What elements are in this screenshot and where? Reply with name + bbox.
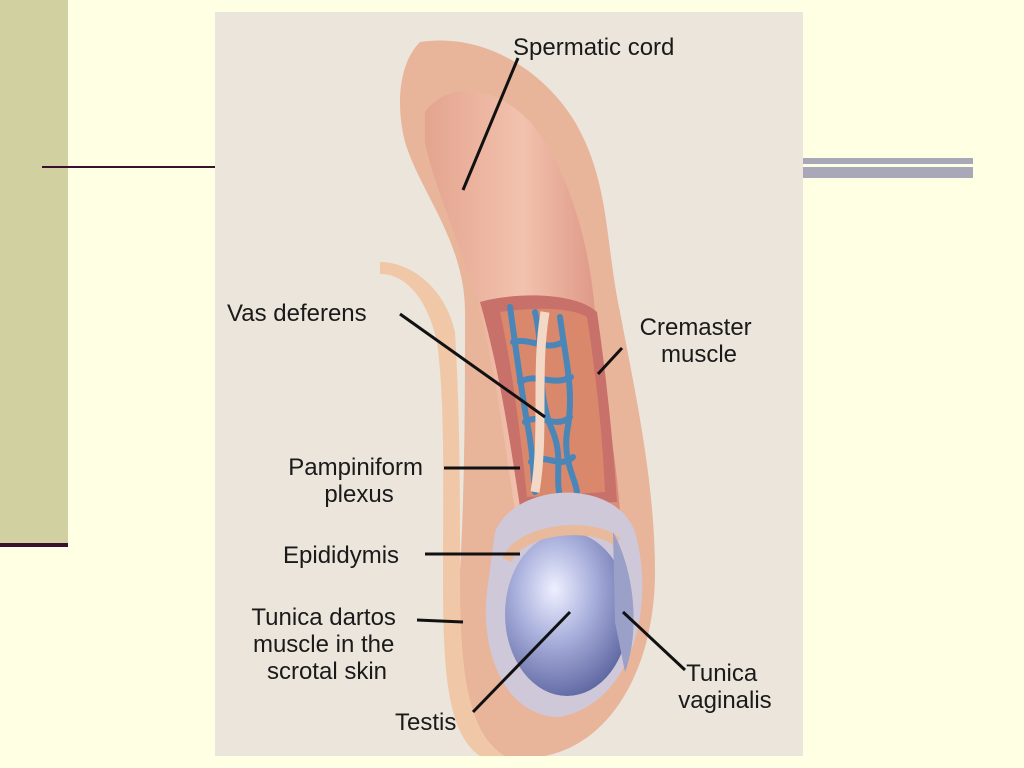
label-vas-deferens: Vas deferens bbox=[227, 300, 367, 327]
leader-lines bbox=[399, 57, 687, 714]
anatomy-diagram-panel: Spermatic cord Vas deferens Cremaster mu… bbox=[215, 12, 803, 756]
slide-title-rule-left bbox=[42, 166, 217, 168]
slide-side-bar-underline bbox=[0, 543, 68, 547]
slide-title-rule-right bbox=[803, 158, 973, 178]
label-cremaster-muscle: Cremaster muscle bbox=[640, 314, 759, 368]
slide-side-bar bbox=[0, 0, 68, 543]
vas-deferens-illustration bbox=[530, 311, 550, 493]
label-epididymis: Epididymis bbox=[283, 542, 399, 569]
anatomy-diagram: Spermatic cord Vas deferens Cremaster mu… bbox=[227, 34, 772, 756]
spermatic-cord-illustration bbox=[425, 90, 620, 512]
label-tunica-dartos: Tunica dartos muscle in the scrotal skin bbox=[251, 604, 402, 685]
label-testis: Testis bbox=[395, 709, 456, 736]
label-pampiniform-plexus: Pampiniform plexus bbox=[288, 454, 429, 508]
label-tunica-vaginalis: Tunica vaginalis bbox=[678, 660, 771, 714]
label-spermatic-cord: Spermatic cord bbox=[513, 34, 674, 61]
